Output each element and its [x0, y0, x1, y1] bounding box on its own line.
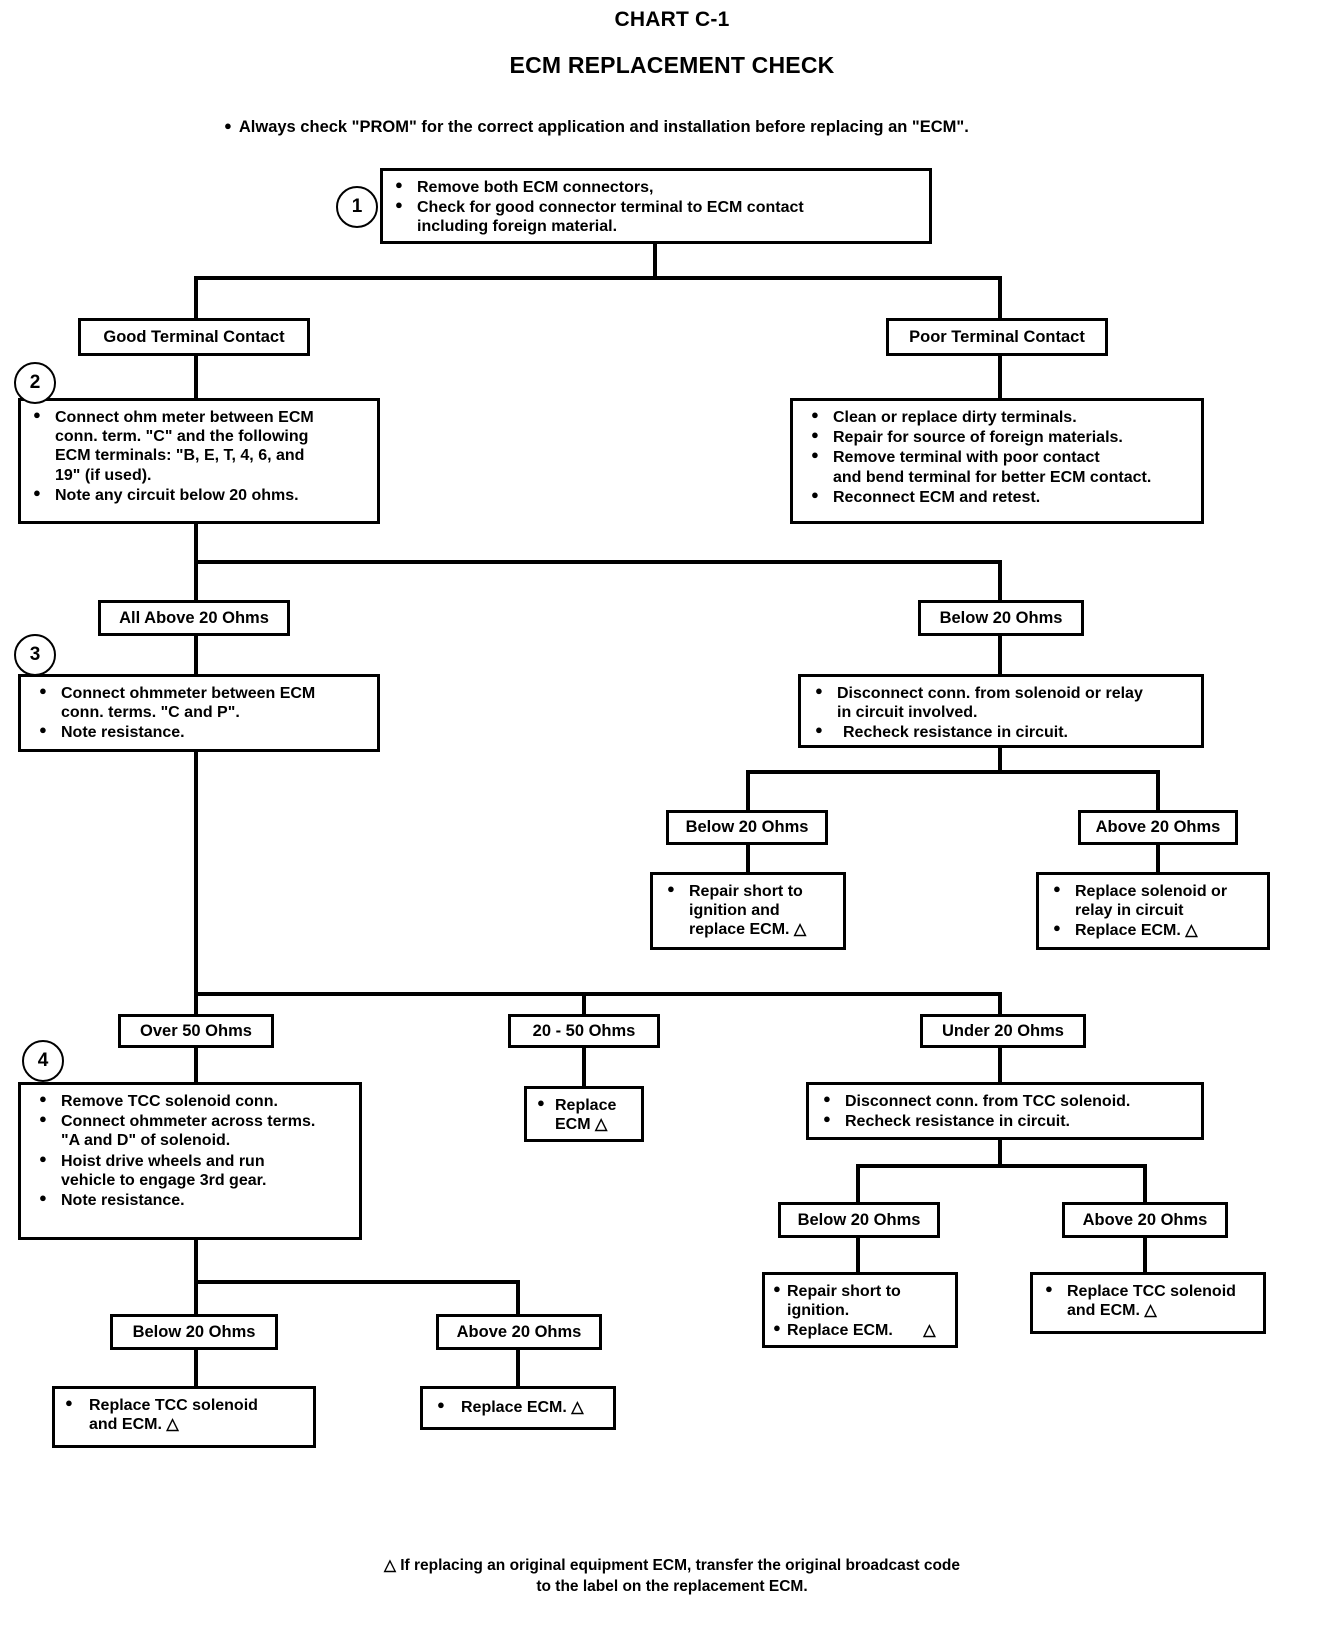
node-above-20-ohms-c: Above 20 Ohms	[1062, 1202, 1228, 1238]
triangle-icon: △	[923, 1322, 936, 1340]
list-item: Clean or replace dirty terminals.	[807, 407, 1195, 427]
node-repair-short-ignition: Repair short to ignition and replace ECM…	[650, 872, 846, 950]
list-item: Note resistance.	[35, 1190, 353, 1210]
list-item: Replace ECM. △	[1049, 920, 1261, 940]
list-item: Recheck resistance in circuit.	[811, 722, 1195, 742]
list-item: Repair short to ignition.	[769, 1281, 949, 1320]
node-repair-short-ignition-2: Repair short to ignition. Replace ECM. △	[762, 1272, 958, 1348]
list-item: Recheck resistance in circuit.	[819, 1111, 1195, 1131]
list-item: Replace solenoid or relay in circuit	[1049, 881, 1261, 920]
node-replace-ecm-mid: Replace ECM △	[524, 1086, 644, 1142]
list-item: Replace TCC solenoid and ECM. △	[61, 1395, 307, 1434]
list-item: Repair for source of foreign materials.	[807, 427, 1195, 447]
node-poor-terminal-contact: Poor Terminal Contact	[886, 318, 1108, 356]
node-step3-actions: Connect ohmmeter between ECM conn. terms…	[18, 674, 380, 752]
node-replace-ecm-bottom: Replace ECM. △	[420, 1386, 616, 1430]
node-step4-actions: Remove TCC solenoid conn. Connect ohmmet…	[18, 1082, 362, 1240]
step-marker-1: 1	[336, 186, 378, 228]
list-item: Connect ohmmeter across terms. "A and D"…	[35, 1111, 353, 1150]
list-item: Remove TCC solenoid conn.	[35, 1091, 353, 1111]
node-step2-actions: Connect ohm meter between ECM conn. term…	[18, 398, 380, 524]
list-item: Connect ohm meter between ECM conn. term…	[29, 407, 371, 485]
node-good-terminal-contact: Good Terminal Contact	[78, 318, 310, 356]
node-replace-tcc-solenoid-ecm-bottom: Replace TCC solenoid and ECM. △	[52, 1386, 316, 1448]
prom-note-text: Always check "PROM" for the correct appl…	[238, 118, 969, 136]
node-over-50-ohms: Over 50 Ohms	[118, 1014, 274, 1048]
footnote: △ If replacing an original equipment ECM…	[0, 1556, 1344, 1598]
list-item: Remove terminal with poor contact and be…	[807, 447, 1195, 486]
list-item: Hoist drive wheels and run vehicle to en…	[35, 1151, 353, 1190]
page-title: ECM REPLACEMENT CHECK	[509, 52, 835, 78]
list-item: Replace ECM. △	[433, 1397, 607, 1417]
node-below-20-ohms-b: Below 20 Ohms	[666, 810, 828, 845]
step-marker-2: 2	[14, 362, 56, 404]
node-replace-solenoid-or-relay: Replace solenoid or relay in circuit Rep…	[1036, 872, 1270, 950]
node-under-20-ohms: Under 20 Ohms	[920, 1014, 1086, 1048]
node-all-above-20-ohms: All Above 20 Ohms	[98, 600, 290, 636]
node-above-20-ohms-b: Above 20 Ohms	[1078, 810, 1238, 845]
list-item: Replace TCC solenoid and ECM. △	[1041, 1281, 1257, 1320]
node-below-20-ohms-c: Below 20 Ohms	[778, 1202, 940, 1238]
node-disconnect-tcc-solenoid: Disconnect conn. from TCC solenoid. Rech…	[806, 1082, 1204, 1140]
list-item: Repair short to ignition and replace ECM…	[663, 881, 837, 940]
node-above-20-ohms-d: Above 20 Ohms	[436, 1314, 602, 1350]
node-disconnect-solenoid-relay: Disconnect conn. from solenoid or relay …	[798, 674, 1204, 748]
node-replace-tcc-solenoid-ecm-right: Replace TCC solenoid and ECM. △	[1030, 1272, 1266, 1334]
list-item: Reconnect ECM and retest.	[807, 487, 1195, 507]
node-20-50-ohms: 20 - 50 Ohms	[508, 1014, 660, 1048]
node-below-20-ohms-a: Below 20 Ohms	[918, 600, 1084, 636]
node-step1-actions: Remove both ECM connectors, Check for go…	[380, 168, 932, 244]
list-item: Remove both ECM connectors,	[391, 177, 923, 197]
step-marker-3: 3	[14, 634, 56, 676]
footnote-line-2: to the label on the replacement ECM.	[536, 1577, 808, 1595]
chart-number: CHART C-1	[614, 8, 730, 31]
prom-note: ● Always check "PROM" for the correct app…	[224, 118, 969, 137]
step-marker-4: 4	[22, 1040, 64, 1082]
list-item: Replace ECM △	[533, 1095, 635, 1134]
list-item: Replace ECM. △	[769, 1320, 949, 1340]
list-item: Disconnect conn. from TCC solenoid.	[819, 1091, 1195, 1111]
bullet-icon: ●	[224, 118, 232, 133]
list-item: Connect ohmmeter between ECM conn. terms…	[35, 683, 371, 722]
footnote-line-1: △ If replacing an original equipment ECM…	[383, 1557, 961, 1574]
list-item: Disconnect conn. from solenoid or relay …	[811, 683, 1195, 722]
list-item: Note any circuit below 20 ohms.	[29, 485, 371, 505]
node-below-20-ohms-d: Below 20 Ohms	[110, 1314, 278, 1350]
list-item: Check for good connector terminal to ECM…	[391, 197, 923, 236]
list-item: Note resistance.	[35, 722, 371, 742]
node-poor-terminal-actions: Clean or replace dirty terminals. Repair…	[790, 398, 1204, 524]
